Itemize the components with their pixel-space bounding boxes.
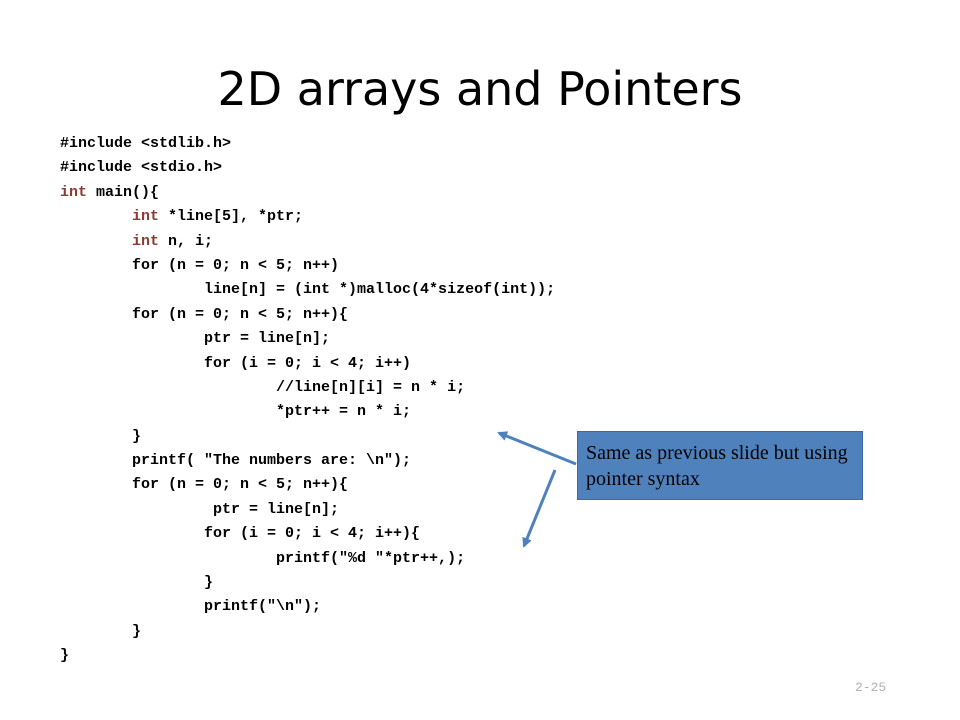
code-line: *ptr++ = n * i; [60, 403, 412, 421]
code-line: ptr = line[n]; [60, 330, 331, 348]
code-line: int main(){ [60, 183, 160, 201]
code-line: line[n] = (int *)malloc(4*sizeof(int)); [60, 281, 556, 299]
code-line: } [60, 427, 142, 445]
code-line: int *line[5], *ptr; [132, 208, 304, 226]
code-line: for (i = 0; i < 4; i++) [60, 354, 412, 372]
code-line: ptr = line[n]; [60, 500, 340, 518]
code-block: #include <stdlib.h> #include <stdio.h> int… [60, 132, 555, 669]
code-line: } [60, 622, 142, 640]
code-line: for (n = 0; n < 5; n++){ [60, 305, 349, 323]
code-line: #include <stdio.h> [60, 159, 223, 177]
code-line: printf("\n"); [60, 598, 322, 616]
code-line: for (n = 0; n < 5; n++){ [60, 476, 349, 494]
slide-number: 2-25 [855, 680, 887, 695]
code-line: printf( "The numbers are: \n"); [60, 452, 412, 470]
code-line: int n, i; [132, 232, 214, 250]
code-line: printf("%d "*ptr++,); [60, 549, 466, 567]
callout-box: Same as previous slide but using pointer… [577, 431, 863, 500]
code-line: //line[n][i] = n * i; [60, 378, 466, 396]
code-line: #include <stdlib.h> [60, 135, 232, 152]
code-line: } [60, 574, 214, 592]
code-line: } [60, 647, 70, 665]
code-line: for (n = 0; n < 5; n++) [60, 256, 340, 274]
slide-title: 2D arrays and Pointers [217, 62, 743, 116]
code-line: for (i = 0; i < 4; i++){ [60, 525, 421, 543]
